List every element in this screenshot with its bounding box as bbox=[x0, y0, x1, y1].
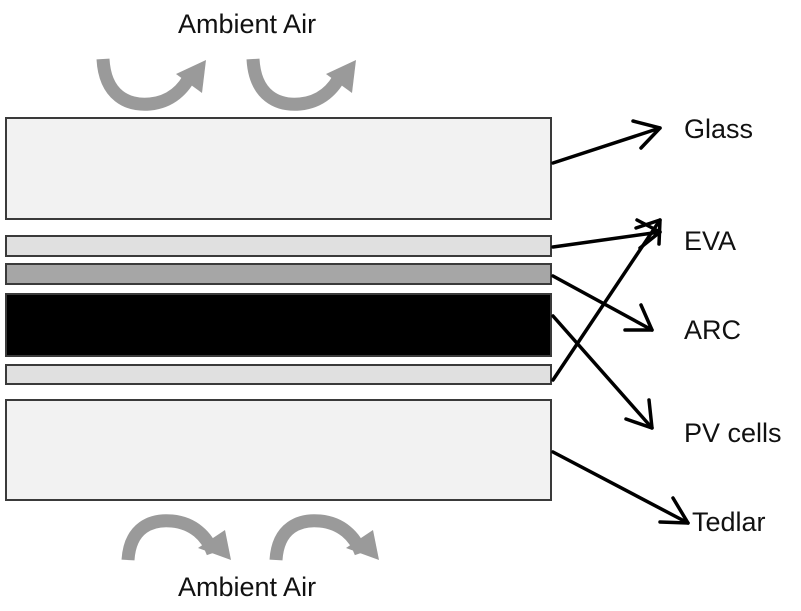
eva-bottom-pointer-arrow bbox=[551, 218, 662, 382]
tedlar-pointer-arrow bbox=[551, 450, 690, 525]
arc-layer bbox=[5, 263, 552, 285]
glass-pointer-arrow bbox=[551, 119, 662, 165]
pv-cells-label: PV cells bbox=[684, 418, 782, 448]
curved-arrow-icon bbox=[246, 58, 356, 111]
eva-label: EVA bbox=[684, 226, 736, 256]
glass-layer bbox=[5, 117, 552, 220]
tedlar-layer bbox=[5, 399, 552, 501]
eva-layer-bottom bbox=[5, 364, 552, 385]
pv-cells-layer bbox=[5, 293, 552, 357]
curved-arrow-icon bbox=[96, 58, 206, 111]
curved-arrow-icon bbox=[121, 514, 231, 561]
ambient-air-bottom-label: Ambient Air bbox=[178, 572, 316, 602]
glass-label: Glass bbox=[684, 114, 753, 144]
eva-layer-top bbox=[5, 235, 552, 257]
pv-cells-pointer-arrow bbox=[551, 314, 654, 430]
curved-arrow-icon bbox=[269, 514, 379, 561]
arc-label: ARC bbox=[684, 315, 741, 345]
arc-pointer-arrow bbox=[551, 274, 654, 332]
tedlar-label: Tedlar bbox=[692, 507, 766, 537]
ambient-air-top-label: Ambient Air bbox=[178, 9, 316, 39]
